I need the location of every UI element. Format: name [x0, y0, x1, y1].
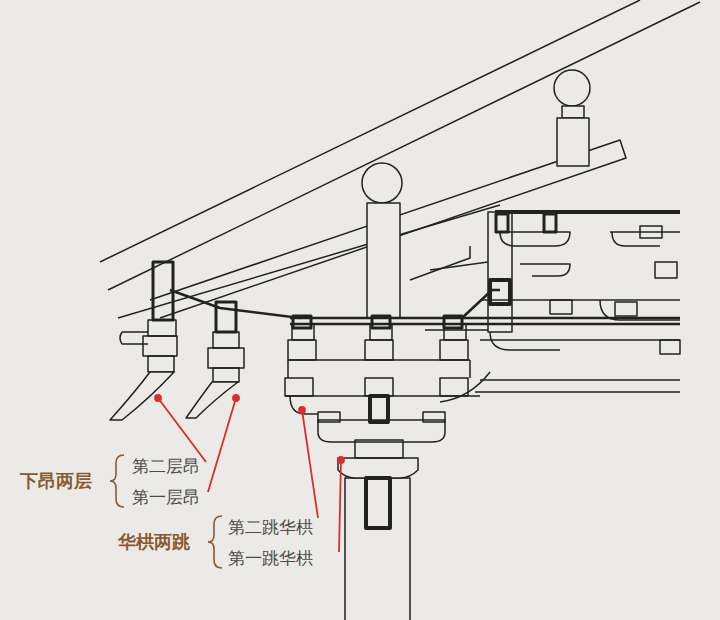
part-name: 第一层昂: [132, 487, 200, 507]
part-name: 第二层昂: [132, 456, 200, 476]
part-name: 第一跳华栱: [228, 548, 313, 568]
group-name: 下昂两层: [20, 470, 92, 492]
group-name: 华栱两跳: [118, 531, 190, 553]
part-name: 第二跳华栱: [228, 517, 313, 537]
